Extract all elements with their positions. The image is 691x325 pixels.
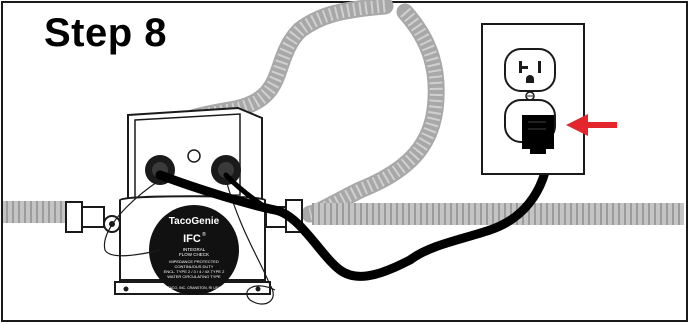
pump-model-mark: ® [202,231,206,238]
pump-line-6: WATER CIRCULATING TYPE [167,274,221,279]
pump-brand: TacoGenie [169,216,220,227]
pump-line-2: FLOW CHECK [179,252,209,257]
pipe-fitting-left [66,202,120,232]
power-plug-icon [522,115,554,154]
pump-line-7: TACO, INC. CRANSTON, RI USA [168,286,221,290]
pump-model: IFC [183,233,201,245]
